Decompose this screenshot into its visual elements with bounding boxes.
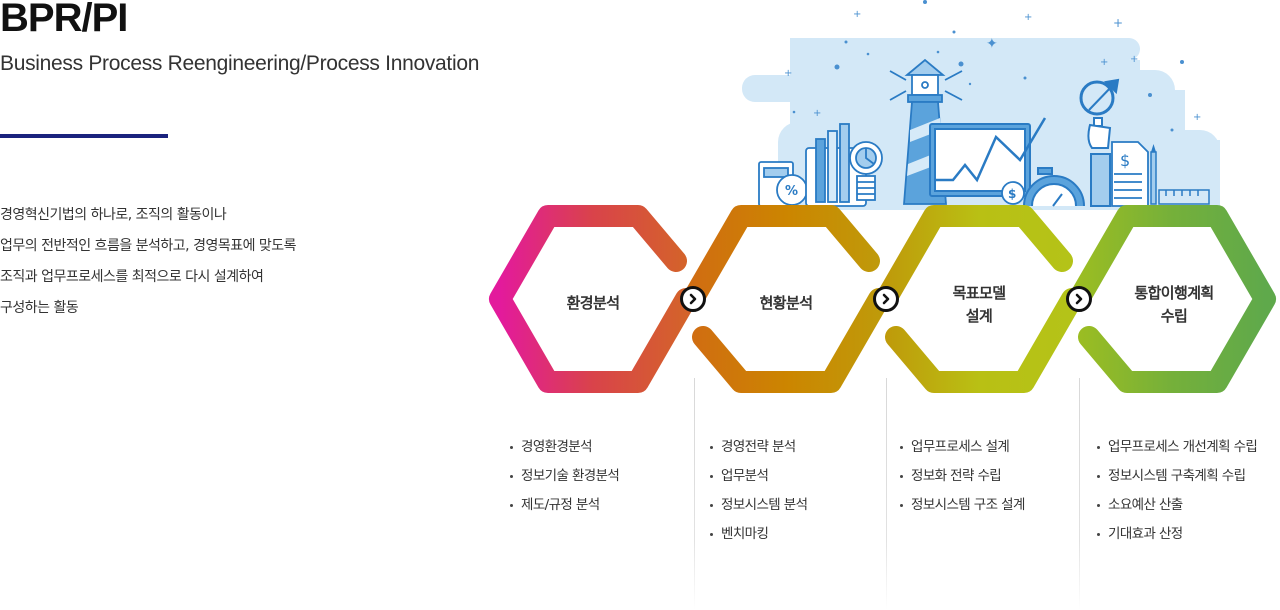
percent-icon: % xyxy=(785,184,798,199)
svg-text:+: + xyxy=(853,9,861,20)
step-detail-list: 경영환경분석 정보기술 환경분석 제도/규정 분석 xyxy=(508,433,620,520)
list-item: 정보시스템 분석 xyxy=(708,491,808,520)
list-item: 정보시스템 구조 설계 xyxy=(898,491,1025,520)
pencil-icon xyxy=(1150,151,1157,205)
stars: + + + ✦ + + + + + xyxy=(784,0,1201,132)
step-label-integrated-plan: 통합이행계획 수립 xyxy=(1099,282,1249,328)
list-item: 기대효과 산정 xyxy=(1095,520,1257,549)
list-item: 업무프로세스 설계 xyxy=(898,433,1025,462)
svg-text:$: $ xyxy=(1008,187,1016,201)
step-label-current-analysis: 현황분석 xyxy=(711,292,861,315)
dollar-document-icon xyxy=(1111,141,1149,207)
step-label-line: 현황분석 xyxy=(759,294,813,312)
description: 경영혁신기법의 하나로, 조직의 활동이나 업무의 전반적인 흐름을 분석하고,… xyxy=(0,200,297,324)
list-item: 벤치마킹 xyxy=(708,520,807,549)
step-label-line: 수립 xyxy=(1160,307,1188,325)
step-label-line: 환경분석 xyxy=(566,294,620,312)
next-step-button[interactable] xyxy=(873,286,899,312)
svg-text:+: + xyxy=(1100,57,1108,68)
list-item: 정보화 전략 수립 xyxy=(898,462,1025,491)
svg-text:+: + xyxy=(1024,12,1032,23)
list-item: 소요예산 산출 xyxy=(1095,491,1257,520)
page-subtitle: Business Process Reengineering/Process I… xyxy=(0,52,480,75)
svg-text:+: + xyxy=(1113,16,1123,30)
svg-text:✦: ✦ xyxy=(986,36,998,52)
chevron-right-icon xyxy=(882,293,890,305)
business-illustration: + + + ✦ + + + + + % xyxy=(740,0,1280,220)
step-detail-list: 경영전략 분석 업무분석 정보시스템 분석 벤치마킹 xyxy=(708,433,808,549)
next-step-button[interactable] xyxy=(1066,286,1092,312)
svg-text:+: + xyxy=(784,68,792,79)
calculator-icon xyxy=(758,161,808,207)
list-item: 정보기술 환경분석 xyxy=(508,462,620,491)
chevron-right-icon xyxy=(1075,293,1083,305)
column-divider xyxy=(694,378,695,610)
description-line: 경영혁신기법의 하나로, 조직의 활동이나 xyxy=(0,207,227,223)
svg-text:+: + xyxy=(1130,54,1138,65)
svg-text:+: + xyxy=(813,108,821,119)
step-label-line: 설계 xyxy=(965,307,993,325)
step-label-environment-analysis: 환경분석 xyxy=(518,292,668,315)
list-item: 업무프로세스 개선계획 수립 xyxy=(1095,433,1258,462)
stopwatch-icon xyxy=(1023,167,1085,207)
description-line: 업무의 전반적인 흐름을 분석하고, 경영목표에 맞도록 xyxy=(0,238,297,254)
page-title: BPR/PI xyxy=(0,0,128,40)
list-item: 경영환경분석 xyxy=(508,433,619,462)
column-divider xyxy=(1079,378,1080,610)
list-item: 업무분석 xyxy=(708,462,807,491)
svg-text:$: $ xyxy=(1120,151,1130,170)
next-step-button[interactable] xyxy=(680,286,706,312)
step-label-target-model-design: 목표모델 설계 xyxy=(904,282,1054,328)
description-line: 조직과 업무프로세스를 최적으로 다시 설계하여 xyxy=(0,269,264,285)
chevron-right-icon xyxy=(689,293,697,305)
list-item: 제도/규정 분석 xyxy=(508,491,619,520)
svg-text:+: + xyxy=(1193,112,1201,123)
list-item: 경영전략 분석 xyxy=(708,433,807,462)
title-accent-divider xyxy=(0,134,168,138)
list-item: 정보시스템 구축계획 수립 xyxy=(1095,462,1257,491)
step-label-line: 통합이행계획 xyxy=(1134,284,1214,302)
magnifier-hand-icon xyxy=(1079,78,1120,207)
description-line: 구성하는 활동 xyxy=(0,300,79,316)
dollar-coin-icon xyxy=(1001,181,1025,205)
column-divider xyxy=(886,378,887,610)
step-detail-list: 업무프로세스 개선계획 수립 정보시스템 구축계획 수립 소요예산 산출 기대효… xyxy=(1095,433,1258,549)
step-label-line: 목표모델 xyxy=(952,284,1006,302)
ruler-icon xyxy=(1158,189,1210,205)
lightbulb-pie-icon xyxy=(849,141,883,201)
step-detail-list: 업무프로세스 설계 정보화 전략 수립 정보시스템 구조 설계 xyxy=(898,433,1025,520)
monitor-line-chart-icon xyxy=(929,117,1047,197)
